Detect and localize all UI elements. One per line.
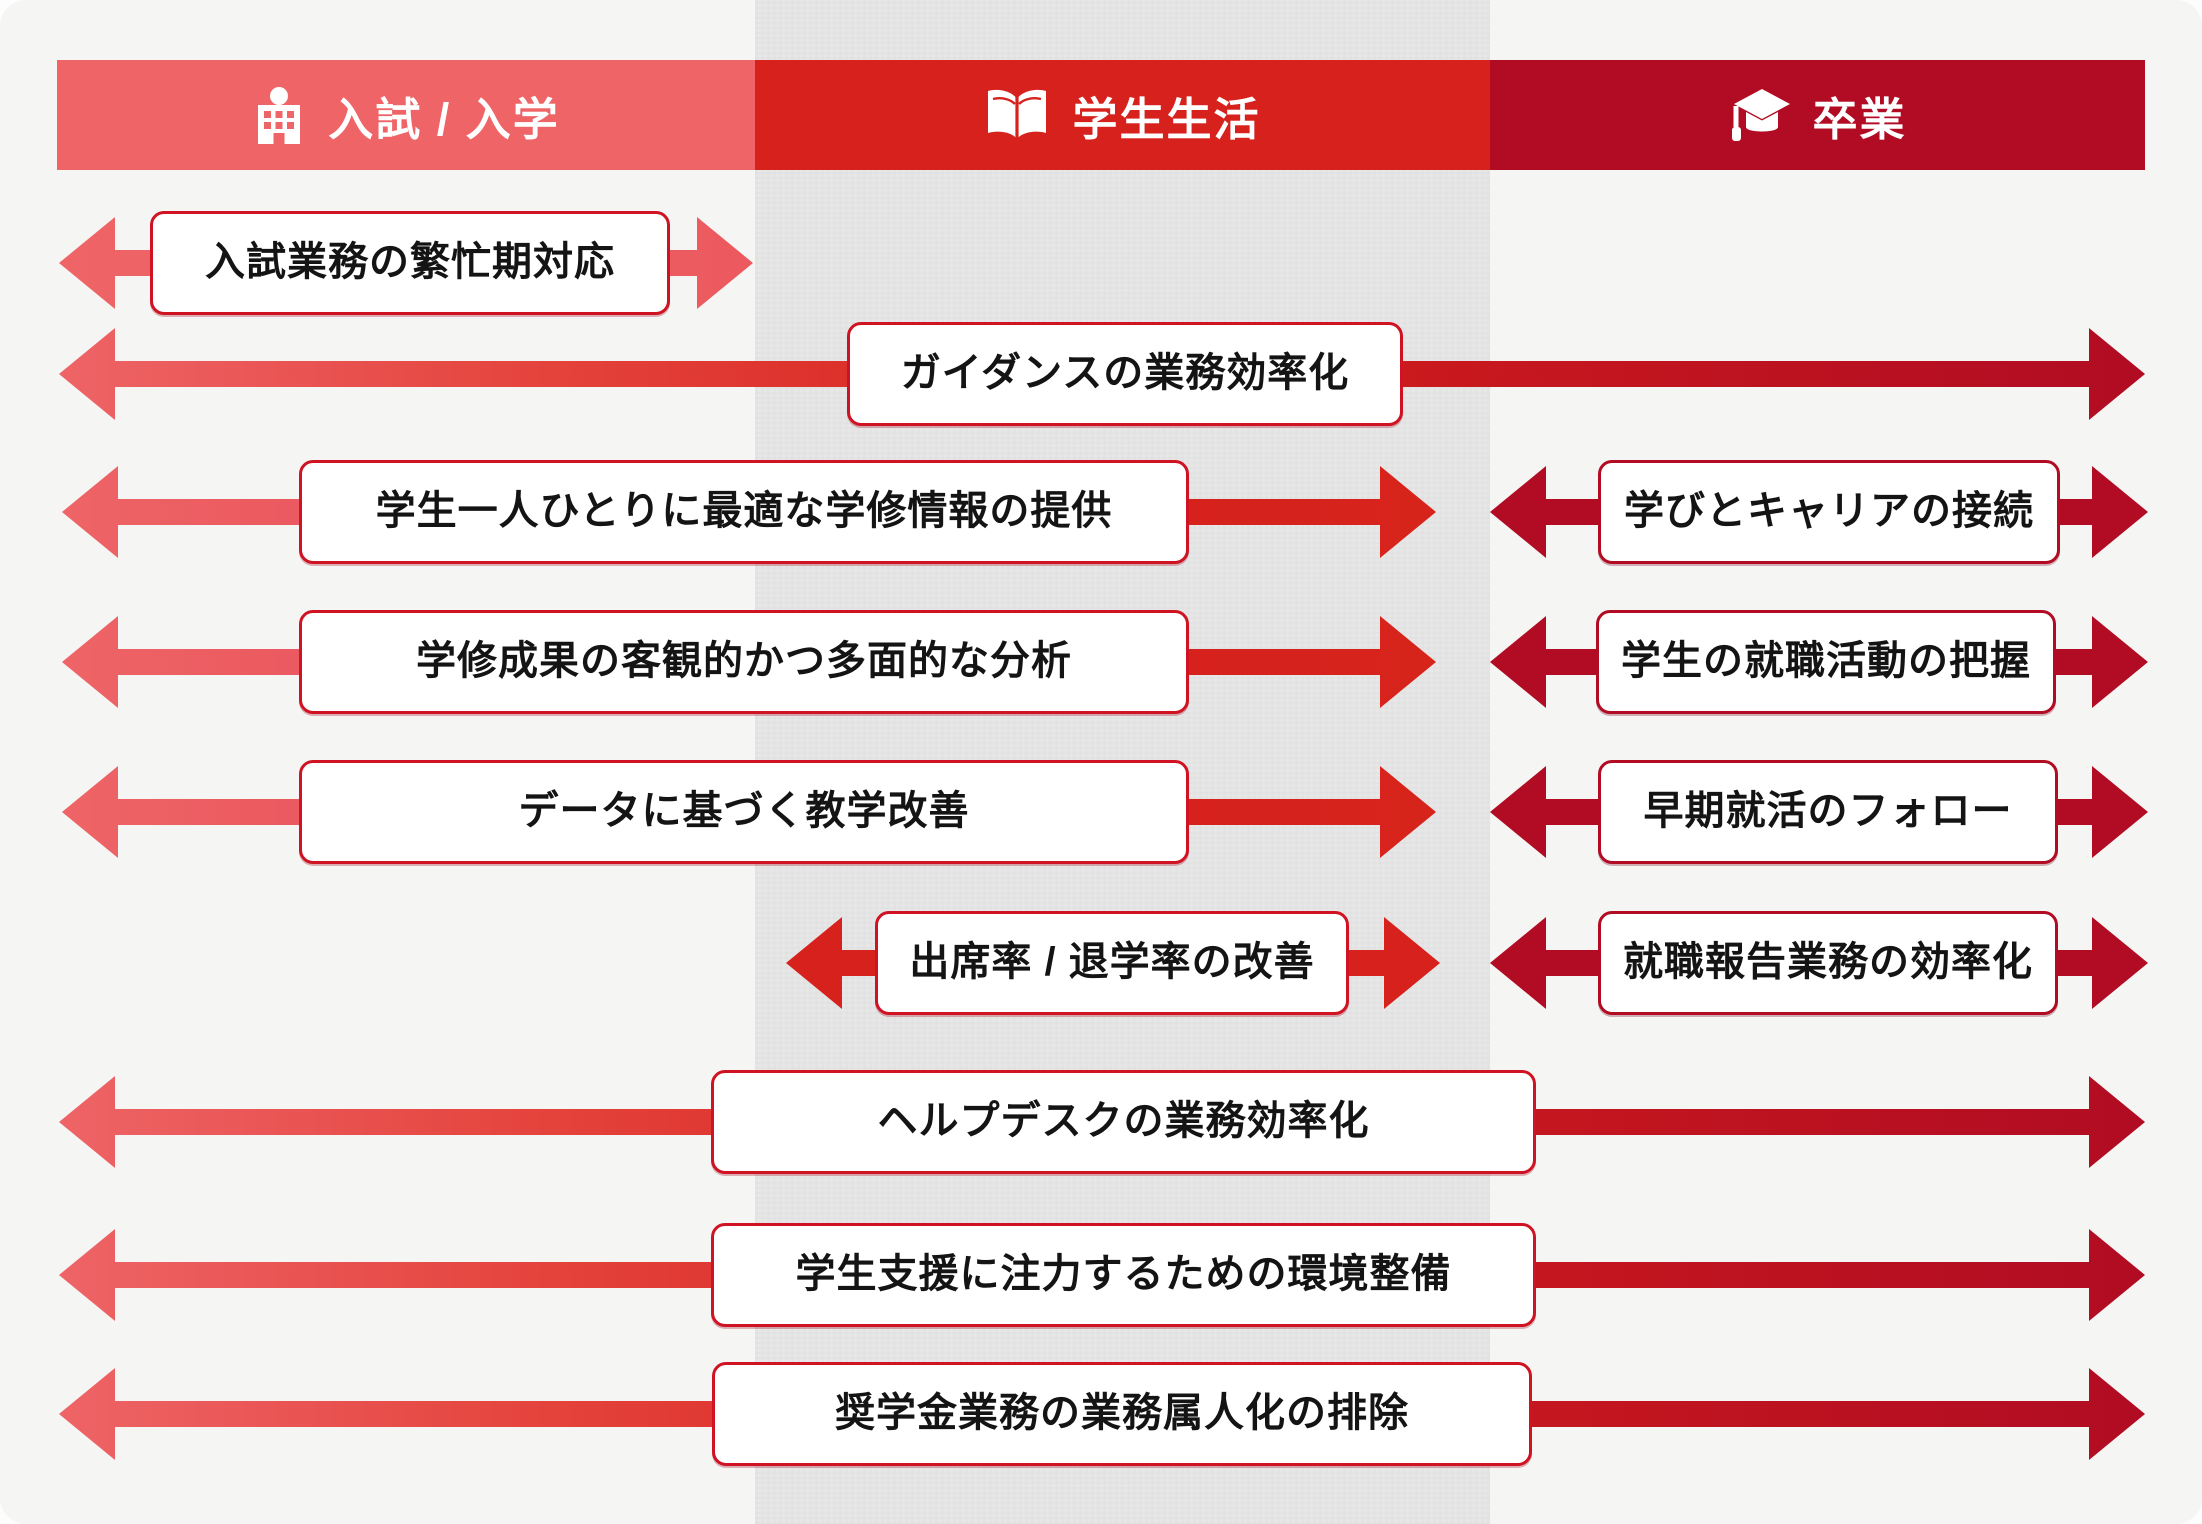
task-label: 学生の就職活動の把握 <box>1621 639 2031 683</box>
task-label: 早期就活のフォロー <box>1643 789 2013 833</box>
phase-header-campus-life: 学生生活 <box>755 60 1490 170</box>
phase-header-admission: 入試 / 入学 <box>57 60 755 170</box>
task-box-job-hunting-status-tracking: 学生の就職活動の把握 <box>1596 610 2056 714</box>
task-box-personalized-learning-info: 学生一人ひとりに最適な学修情報の提供 <box>299 460 1189 564</box>
task-box-employment-report-efficiency: 就職報告業務の効率化 <box>1598 911 2058 1015</box>
task-box-guidance-efficiency: ガイダンスの業務効率化 <box>847 322 1403 426</box>
task-label: 入試業務の繁忙期対応 <box>205 240 615 284</box>
open-book-icon <box>984 87 1050 143</box>
phase-label-graduation: 卒業 <box>1812 93 1907 145</box>
task-box-data-driven-education-improvement: データに基づく教学改善 <box>299 760 1189 864</box>
task-label: 学びとキャリアの接続 <box>1624 489 2034 533</box>
task-label: データに基づく教学改善 <box>518 789 970 833</box>
task-label: 学生支援に注力するための環境整備 <box>795 1252 1452 1296</box>
phase-label-admission: 入試 / 入学 <box>328 93 560 145</box>
task-label: 学生一人ひとりに最適な学修情報の提供 <box>375 489 1113 533</box>
task-box-scholarship-depersonalization: 奨学金業務の業務属人化の排除 <box>712 1362 1532 1466</box>
task-box-learning-outcomes-analysis: 学修成果の客観的かつ多面的な分析 <box>299 610 1189 714</box>
task-box-learning-career-connection: 学びとキャリアの接続 <box>1598 460 2060 564</box>
phase-label-campus-life: 学生生活 <box>1072 93 1261 145</box>
task-label: ガイダンスの業務効率化 <box>900 351 1350 395</box>
task-box-student-support-environment: 学生支援に注力するための環境整備 <box>711 1223 1536 1327</box>
task-label: 奨学金業務の業務属人化の排除 <box>835 1391 1409 1435</box>
task-box-early-job-hunting-follow-up: 早期就活のフォロー <box>1598 760 2058 864</box>
task-label: ヘルプデスクの業務効率化 <box>877 1099 1370 1143</box>
task-label: 出席率 / 退学率の改善 <box>909 940 1315 984</box>
task-box-admission-peak-workload: 入試業務の繁忙期対応 <box>150 211 670 315</box>
school-building-icon <box>252 86 306 144</box>
task-label: 学修成果の客観的かつ多面的な分析 <box>416 639 1072 683</box>
task-box-help-desk-efficiency: ヘルプデスクの業務効率化 <box>711 1070 1536 1174</box>
task-box-attendance-dropout-improvement: 出席率 / 退学率の改善 <box>875 911 1349 1015</box>
graduation-cap-icon <box>1728 87 1791 143</box>
task-label: 就職報告業務の効率化 <box>1623 940 2033 984</box>
phase-header-graduation: 卒業 <box>1490 60 2145 170</box>
